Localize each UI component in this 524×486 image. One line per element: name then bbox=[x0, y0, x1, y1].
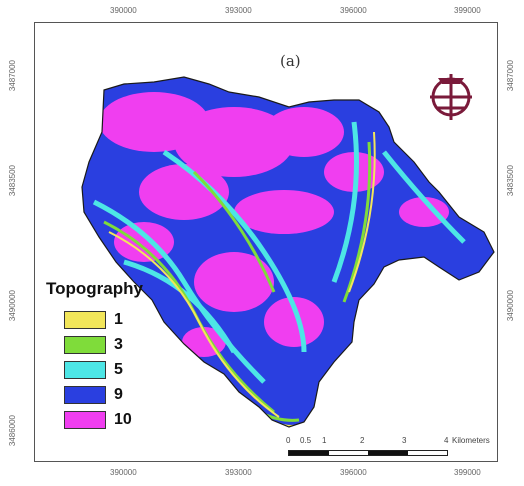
x-tick-bottom: 393000 bbox=[225, 468, 252, 477]
y-tick-left: 3490000 bbox=[8, 290, 17, 322]
y-tick-right: 3487000 bbox=[506, 60, 515, 92]
legend-label: 5 bbox=[114, 361, 123, 378]
legend-swatch bbox=[64, 336, 106, 354]
legend-label: 3 bbox=[114, 336, 123, 353]
panel-label: (a) bbox=[280, 52, 301, 70]
legend-label: 9 bbox=[114, 386, 123, 403]
scale-unit: Kilometers bbox=[452, 436, 490, 445]
legend-item: 9 bbox=[64, 384, 123, 406]
x-tick-top: 399000 bbox=[454, 6, 481, 15]
topography-map bbox=[81, 76, 495, 428]
legend-swatch bbox=[64, 411, 106, 429]
scale-label: 4 bbox=[444, 436, 449, 445]
scale-label: 2 bbox=[360, 436, 365, 445]
x-tick-bottom: 396000 bbox=[340, 468, 367, 477]
scale-label: 0 bbox=[286, 436, 291, 445]
y-tick-right: 3483500 bbox=[506, 165, 515, 197]
x-tick-top: 396000 bbox=[340, 6, 367, 15]
legend-swatch bbox=[64, 386, 106, 404]
legend-item: 5 bbox=[64, 359, 123, 381]
legend-item: 3 bbox=[64, 334, 123, 356]
legend-swatch bbox=[64, 311, 106, 329]
legend-item: 1 bbox=[64, 309, 123, 331]
y-tick-left: 3483500 bbox=[8, 165, 17, 197]
x-tick-top: 390000 bbox=[110, 6, 137, 15]
y-tick-left: 3486000 bbox=[8, 415, 17, 447]
scale-label: 0.5 bbox=[300, 436, 312, 445]
y-tick-right: 3490000 bbox=[506, 290, 515, 322]
legend-label: 10 bbox=[114, 411, 132, 428]
institution-emblem-icon bbox=[430, 74, 472, 120]
scale-segments bbox=[288, 450, 448, 456]
legend-title: Topography bbox=[46, 279, 143, 298]
legend-item: 10 bbox=[64, 409, 132, 431]
scale-label: 1 bbox=[322, 436, 327, 445]
legend-swatch bbox=[64, 361, 106, 379]
scale-label: 3 bbox=[402, 436, 407, 445]
x-tick-bottom: 390000 bbox=[110, 468, 137, 477]
x-tick-bottom: 399000 bbox=[454, 468, 481, 477]
class-10-patches bbox=[99, 92, 449, 357]
x-tick-top: 393000 bbox=[225, 6, 252, 15]
region-outline bbox=[81, 76, 495, 428]
legend-label: 1 bbox=[114, 311, 123, 328]
y-tick-left: 3487000 bbox=[8, 60, 17, 92]
